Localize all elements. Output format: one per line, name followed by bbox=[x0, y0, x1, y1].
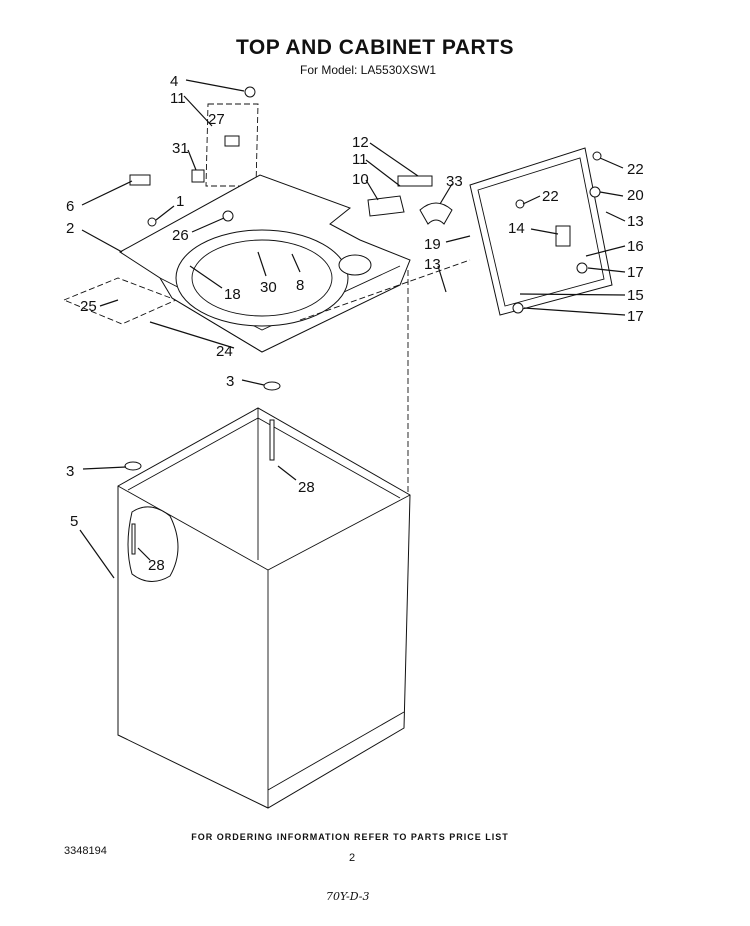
callout-16: 16 bbox=[627, 238, 644, 255]
callout-8: 8 bbox=[296, 277, 304, 294]
callout-31: 31 bbox=[172, 140, 189, 157]
part-17-bottom bbox=[512, 302, 524, 314]
part-33 bbox=[419, 202, 453, 225]
part-31 bbox=[191, 169, 205, 183]
bumper-22 bbox=[515, 199, 525, 209]
part-17-top bbox=[576, 262, 588, 274]
model-subtitle: For Model: LA5530XSW1 bbox=[300, 63, 437, 77]
callout-18: 18 bbox=[224, 286, 241, 303]
part-6 bbox=[129, 174, 151, 186]
callout-3-top: 3 bbox=[226, 373, 234, 390]
callout-15: 15 bbox=[627, 287, 644, 304]
callout-13-right: 13 bbox=[627, 213, 644, 230]
lid-opening bbox=[175, 229, 349, 327]
callout-19: 19 bbox=[424, 236, 441, 253]
callout-14: 14 bbox=[508, 220, 525, 237]
group-box-27 bbox=[205, 103, 259, 187]
callout-6: 6 bbox=[66, 198, 74, 215]
plug-3-top bbox=[263, 381, 281, 391]
callout-5: 5 bbox=[70, 513, 78, 530]
callout-13-left: 13 bbox=[424, 256, 441, 273]
callout-17-bottom: 17 bbox=[627, 308, 644, 325]
ordering-note: FOR ORDERING INFORMATION REFER TO PARTS … bbox=[191, 832, 509, 842]
callout-30: 30 bbox=[260, 279, 277, 296]
callout-1: 1 bbox=[176, 193, 184, 210]
callout-11: 11 bbox=[352, 151, 368, 168]
screw-4 bbox=[244, 86, 256, 98]
document-number: 3348194 bbox=[64, 845, 107, 857]
callout-28-top: 28 bbox=[298, 479, 315, 496]
handwritten-note: 70Y-D-3 bbox=[326, 890, 370, 903]
callout-26: 26 bbox=[172, 227, 189, 244]
plug-3-left bbox=[124, 461, 142, 471]
hinge-14 bbox=[555, 225, 571, 247]
callout-10: 10 bbox=[352, 171, 369, 188]
screw-28 bbox=[269, 419, 275, 461]
callout-2: 2 bbox=[66, 220, 74, 237]
callout-28-cutaway: 28 bbox=[148, 557, 165, 574]
screw-1 bbox=[147, 217, 157, 227]
part-11 bbox=[397, 175, 433, 187]
callout-33: 33 bbox=[446, 173, 463, 190]
screw-28-inner bbox=[131, 523, 136, 555]
callout-12: 12 bbox=[352, 134, 369, 151]
callout-3-left: 3 bbox=[66, 463, 74, 480]
callout-4: 4 bbox=[170, 73, 178, 90]
plug-26 bbox=[222, 210, 234, 222]
callout-9: 11 bbox=[170, 90, 186, 107]
lid-frame bbox=[469, 147, 613, 316]
callout-22-top: 22 bbox=[627, 161, 644, 178]
callout-22: 22 bbox=[542, 188, 559, 205]
callout-20: 20 bbox=[627, 187, 644, 204]
callout-17-top: 17 bbox=[627, 264, 644, 281]
cabinet bbox=[117, 407, 411, 809]
bumper-22-top bbox=[592, 151, 602, 161]
callout-24: 24 bbox=[216, 343, 233, 360]
part-10 bbox=[367, 195, 405, 217]
page-title: TOP AND CABINET PARTS bbox=[235, 36, 515, 59]
page-number: 2 bbox=[349, 852, 356, 864]
callout-27: 27 bbox=[208, 111, 225, 128]
part-20 bbox=[589, 186, 601, 198]
part-27 bbox=[224, 135, 240, 147]
callout-25: 25 bbox=[80, 298, 97, 315]
